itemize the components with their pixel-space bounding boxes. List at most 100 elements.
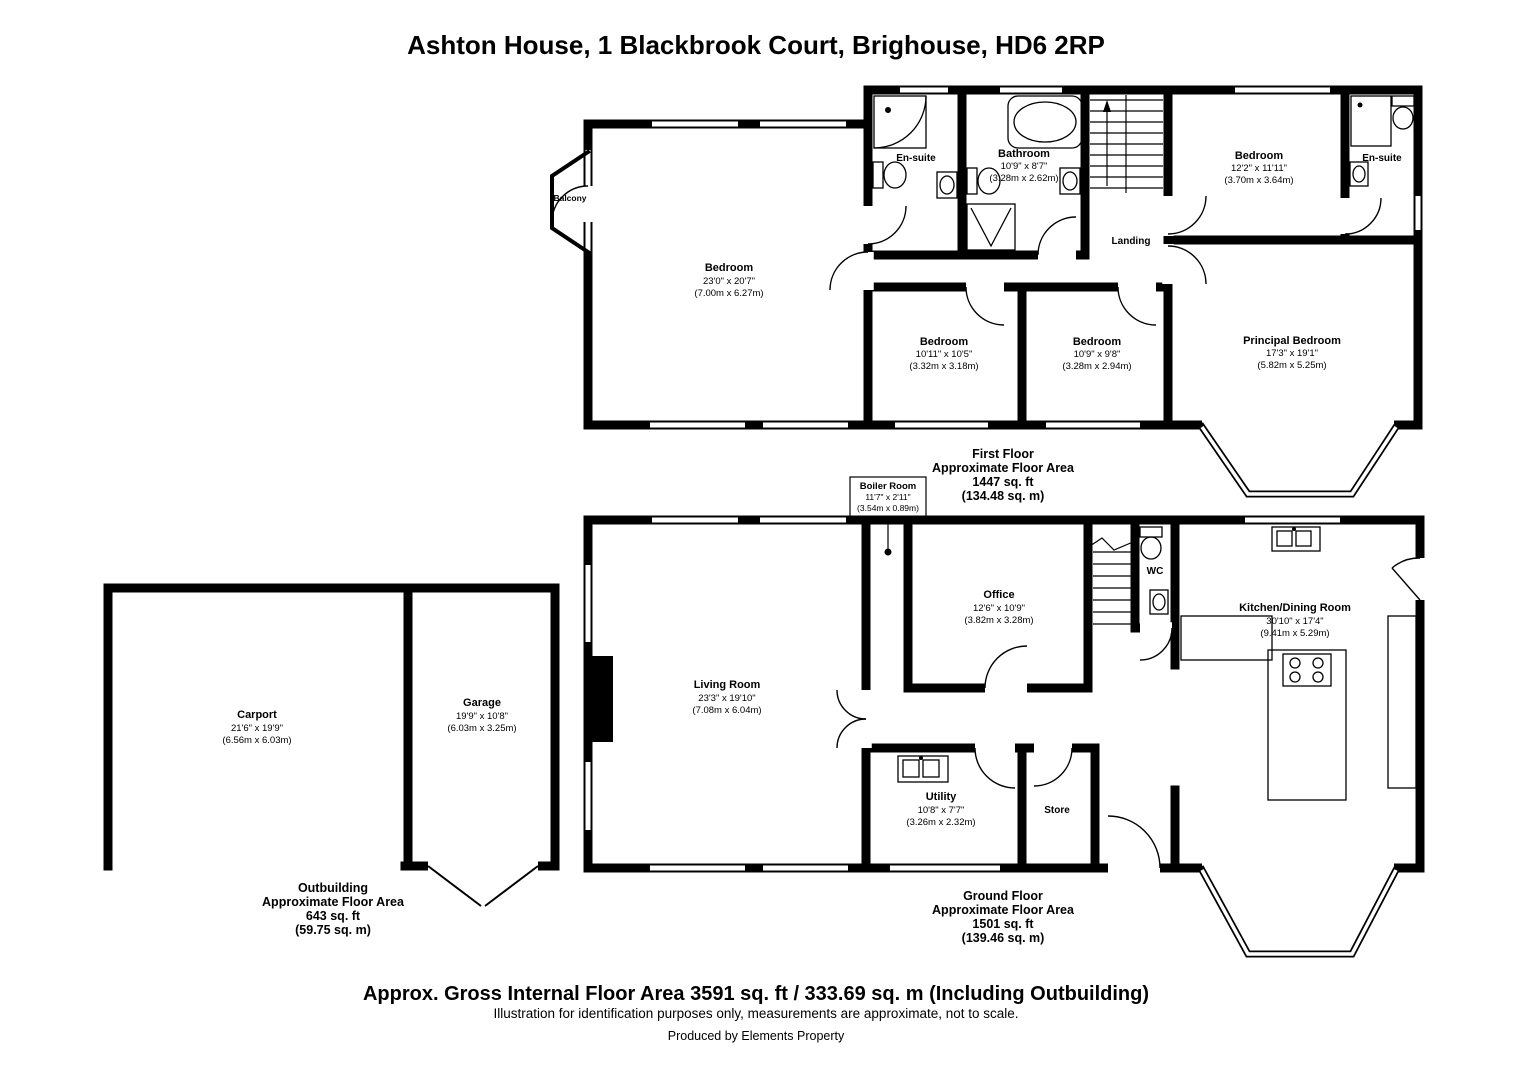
first-floor-door-gaps (582, 186, 1394, 431)
svg-text:Approximate Floor Area: Approximate Floor Area (932, 903, 1075, 917)
kitchen-sink-icon (1271, 526, 1321, 552)
svg-text:(3.82m x 3.28m): (3.82m x 3.28m) (964, 615, 1033, 626)
svg-text:Ground Floor: Ground Floor (963, 889, 1043, 903)
room-label-landing: Landing (1112, 236, 1151, 247)
svg-text:(59.75 sq. m): (59.75 sq. m) (295, 923, 371, 937)
sink-icon (936, 171, 958, 199)
footer: Approx. Gross Internal Floor Area 3591 s… (363, 983, 1149, 1043)
page-title: Ashton House, 1 Blackbrook Court, Brigho… (407, 30, 1105, 60)
shower-icon (966, 203, 1016, 251)
dining-table (1387, 615, 1417, 789)
svg-text:Approximate Floor Area: Approximate Floor Area (932, 461, 1075, 475)
svg-text:21'6" x 19'9": 21'6" x 19'9" (231, 723, 283, 734)
first-floor-summary: First Floor Approximate Floor Area 1447 … (932, 447, 1075, 503)
balcony-outline (550, 149, 591, 255)
bay-window (1197, 865, 1401, 958)
room-label-kitchen-dining: Kitchen/Dining Room (1239, 602, 1351, 614)
utility-sink-icon (897, 755, 949, 783)
room-label-utility: Utility (926, 791, 957, 803)
svg-text:(3.28m x 2.62m): (3.28m x 2.62m) (989, 173, 1058, 184)
room-label-bathroom: Bathroom (998, 148, 1050, 160)
svg-text:(7.08m x 6.04m): (7.08m x 6.04m) (692, 705, 761, 716)
bathtub-icon (1007, 95, 1083, 149)
room-label-bedroom-large: Bedroom (705, 262, 754, 274)
shower-icon (873, 95, 927, 149)
sink-icon (1059, 167, 1081, 195)
toilet-icon (1391, 95, 1415, 130)
chimney-breast (586, 656, 613, 742)
svg-text:(134.48 sq. m): (134.48 sq. m) (962, 489, 1045, 503)
svg-text:1501 sq. ft: 1501 sq. ft (972, 917, 1034, 931)
svg-text:30'10" x 17'4": 30'10" x 17'4" (1266, 616, 1323, 627)
ground-floor-door-arcs (836, 557, 1421, 869)
svg-text:643 sq. ft: 643 sq. ft (306, 909, 361, 923)
ground-floor-labels: Living Room 23'3" x 19'10" (7.08m x 6.04… (692, 566, 1351, 828)
hob-icon (1282, 653, 1332, 687)
svg-text:(5.82m x 5.25m): (5.82m x 5.25m) (1257, 360, 1326, 371)
svg-text:(3.70m x 3.64m): (3.70m x 3.64m) (1224, 175, 1293, 186)
room-label-bedroom-mid-left: Bedroom (920, 336, 969, 348)
svg-text:10'8" x 7'7": 10'8" x 7'7" (918, 805, 965, 816)
outbuilding-labels: Carport 21'6" x 19'9" (6.56m x 6.03m) Ga… (222, 697, 516, 746)
toilet-icon (872, 161, 907, 189)
first-floor-door-arcs (551, 185, 1382, 326)
toilet-icon (966, 167, 1001, 195)
first-floor-plan: Balcony Bedroom 23'0" x 20'7" (7.00m x 6… (550, 85, 1423, 503)
svg-text:(7.00m x 6.27m): (7.00m x 6.27m) (694, 288, 763, 299)
room-label-boiler-room: Boiler Room (860, 481, 916, 492)
shower-icon (1350, 95, 1392, 147)
svg-text:10'9" x 8'7": 10'9" x 8'7" (1001, 161, 1048, 172)
toilet-icon (1139, 526, 1163, 560)
svg-text:Outbuilding: Outbuilding (298, 881, 368, 895)
room-label-en-suite-right: En-suite (1362, 153, 1402, 164)
svg-text:(3.28m x 2.94m): (3.28m x 2.94m) (1062, 361, 1131, 372)
room-label-wc: WC (1147, 566, 1164, 577)
ground-floor-windows (585, 517, 1340, 871)
room-label-en-suite-left: En-suite (896, 153, 936, 164)
room-label-balcony: Balcony (553, 193, 586, 203)
outbuilding-plan: Carport 21'6" x 19'9" (6.56m x 6.03m) Ga… (103, 583, 560, 937)
bay-window (1197, 422, 1401, 498)
staircase (1089, 537, 1134, 625)
gross-area-text: Approx. Gross Internal Floor Area 3591 s… (363, 983, 1149, 1005)
svg-text:12'2" x 11'11": 12'2" x 11'11" (1231, 163, 1287, 174)
ground-floor-summary: Ground Floor Approximate Floor Area 1501… (932, 889, 1075, 945)
kitchen-counter (1180, 615, 1273, 661)
outbuilding-walls (103, 583, 560, 871)
room-label-bedroom-right: Bedroom (1235, 150, 1284, 162)
svg-text:23'3" x 19'10": 23'3" x 19'10" (698, 693, 755, 704)
outbuilding-summary: Outbuilding Approximate Floor Area 643 s… (262, 881, 405, 937)
sink-icon (1349, 161, 1369, 187)
svg-text:(6.03m x 3.25m): (6.03m x 3.25m) (447, 723, 516, 734)
first-floor-walls (583, 85, 1423, 430)
room-label-principal-bedroom: Principal Bedroom (1243, 335, 1341, 347)
svg-text:19'9" x 10'8": 19'9" x 10'8" (456, 711, 508, 722)
room-label-carport: Carport (237, 709, 277, 721)
boiler-room-callout: Boiler Room 11'7" x 2'11" (3.54m x 0.89m… (849, 476, 927, 556)
svg-text:23'0" x 20'7": 23'0" x 20'7" (703, 276, 755, 287)
disclaimer-text: Illustration for identification purposes… (493, 1006, 1018, 1021)
room-label-store: Store (1044, 805, 1070, 816)
svg-text:First Floor: First Floor (972, 447, 1034, 461)
room-label-garage: Garage (463, 697, 501, 709)
first-floor-labels: Balcony Bedroom 23'0" x 20'7" (7.00m x 6… (553, 148, 1402, 372)
ground-floor-door-gaps (860, 558, 1426, 874)
garage-door (427, 865, 539, 907)
svg-text:12'6" x 10'9": 12'6" x 10'9" (973, 603, 1025, 614)
svg-text:(3.26m x 2.32m): (3.26m x 2.32m) (906, 817, 975, 828)
svg-text:(139.46 sq. m): (139.46 sq. m) (962, 931, 1045, 945)
svg-text:17'3" x 19'1": 17'3" x 19'1" (1266, 348, 1318, 359)
svg-text:(6.56m x 6.03m): (6.56m x 6.03m) (222, 735, 291, 746)
credit-text: Produced by Elements Property (668, 1029, 845, 1043)
first-floor-windows (585, 87, 1421, 428)
svg-text:1447 sq. ft: 1447 sq. ft (972, 475, 1034, 489)
staircase (1090, 95, 1163, 193)
svg-text:10'11" x 10'5": 10'11" x 10'5" (916, 349, 973, 360)
svg-text:Approximate Floor Area: Approximate Floor Area (262, 895, 405, 909)
kitchen-island (1267, 649, 1347, 801)
svg-text:(3.32m x 3.18m): (3.32m x 3.18m) (909, 361, 978, 372)
room-label-office: Office (983, 589, 1014, 601)
sink-icon (1149, 589, 1169, 615)
